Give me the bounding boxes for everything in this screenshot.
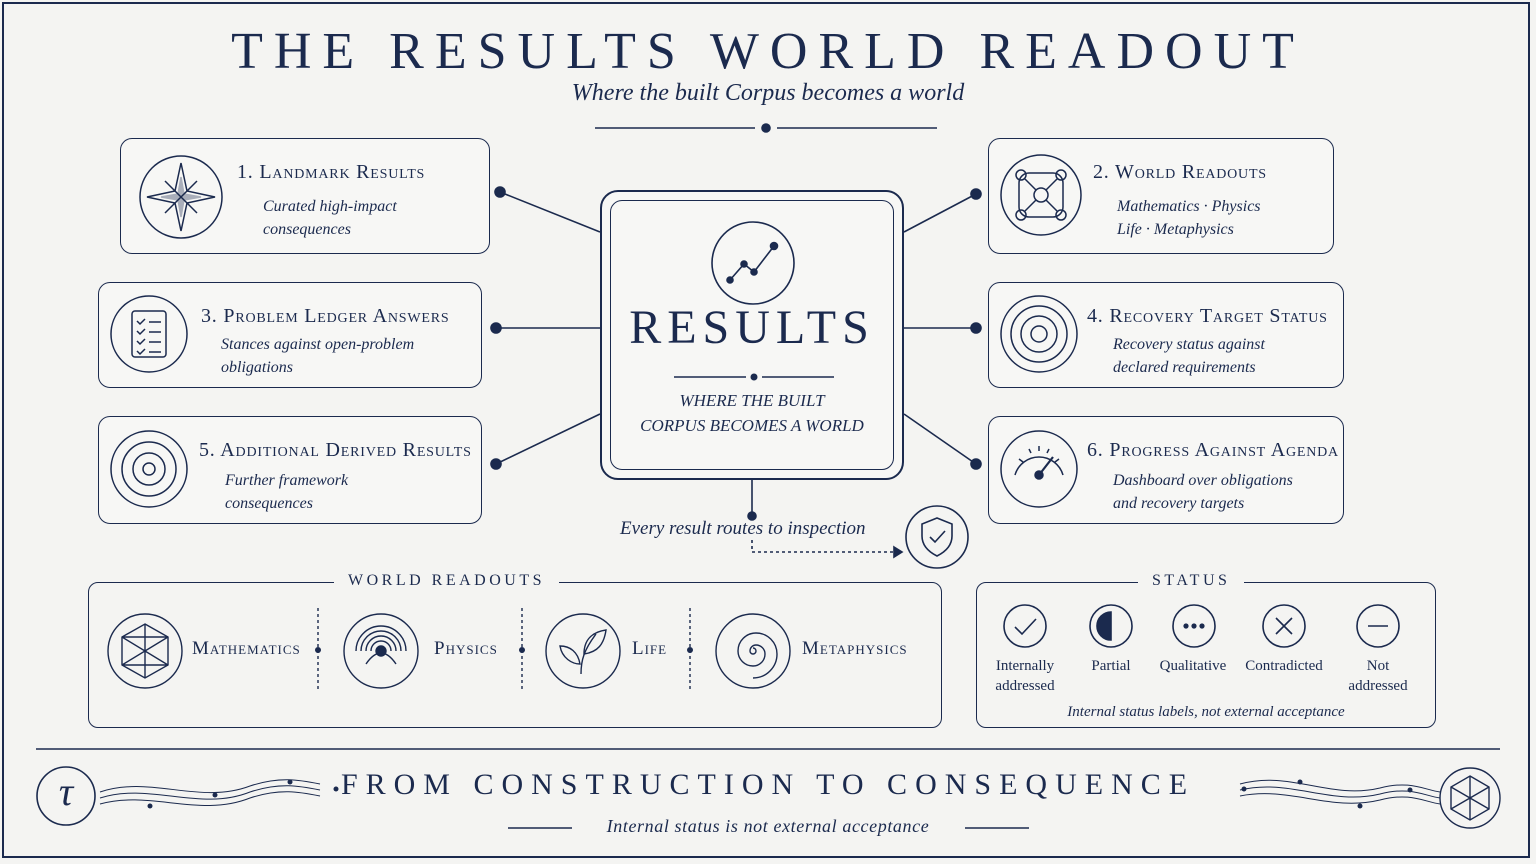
leaf-icon [545, 613, 621, 689]
status-not-addressed: Not addressed [1348, 658, 1408, 694]
target-icon [1000, 295, 1078, 373]
card-description: Recovery status against declared require… [1113, 336, 1265, 376]
card-world-readouts[interactable]: 2. World Readouts Mathematics · Physics … [988, 138, 1334, 254]
card-progress-agenda[interactable]: 6. Progress Against Agenda Dashboard ove… [988, 416, 1344, 524]
center-subtitle: WHERE THE BUILT CORPUS BECOMES A WORLD [640, 391, 864, 435]
compass-star-icon [139, 155, 223, 239]
ellipsis-circle-icon [1172, 604, 1216, 648]
center-title: RESULTS [629, 301, 875, 354]
world-readouts-label: WORLD READOUTS [334, 572, 559, 590]
card-landmark-results[interactable]: 1. Landmark Results Curated high-impact … [120, 138, 490, 254]
card-additional-derived[interactable]: 5. Additional Derived Results Further fr… [98, 416, 482, 524]
network-node-icon [1000, 154, 1082, 236]
card-title: 1. Landmark Results [237, 161, 426, 183]
card-description: Further framework consequences [225, 472, 349, 512]
readout-physics[interactable]: Physics [434, 638, 498, 659]
status-label: STATUS [1138, 572, 1245, 590]
check-circle-icon [1003, 604, 1047, 648]
network-seal-icon [1439, 767, 1501, 829]
card-title: 3. Problem Ledger Answers [201, 305, 450, 327]
page-title: THE RESULTS WORLD READOUT [231, 23, 1305, 80]
concentric-rings-icon [110, 430, 188, 508]
card-title: 4. Recovery Target Status [1087, 305, 1328, 327]
minus-circle-icon [1356, 604, 1400, 648]
tau-logo: τ [58, 769, 74, 814]
status-qualitative: Qualitative [1159, 658, 1227, 674]
half-circle-icon [1089, 604, 1133, 648]
footer-title: FROM CONSTRUCTION TO CONSEQUENCE [340, 768, 1196, 801]
center-divider [674, 373, 834, 381]
polyhedron-icon [107, 613, 183, 689]
spiral-icon [715, 613, 791, 689]
card-problem-ledger[interactable]: 3. Problem Ledger Answers Stances agains… [98, 282, 482, 388]
route-note: Every result routes to inspection [620, 518, 866, 539]
center-results-box[interactable]: RESULTS WHERE THE BUILT CORPUS BECOMES A… [600, 190, 904, 480]
page-subtitle: Where the built Corpus becomes a world [571, 80, 965, 106]
card-description: Curated high-impact consequences [263, 198, 397, 238]
status-contradicted: Contradicted [1245, 658, 1323, 674]
card-title: 5. Additional Derived Results [199, 439, 472, 461]
gauge-icon [1000, 430, 1078, 508]
tau-logo-icon [36, 766, 96, 826]
trend-chart-icon [711, 221, 795, 305]
card-recovery-target[interactable]: 4. Recovery Target Status Recovery statu… [988, 282, 1344, 388]
footer-subtitle: Internal status is not external acceptan… [606, 816, 930, 836]
readout-life[interactable]: Life [632, 638, 668, 659]
status-partial: Partial [1091, 658, 1131, 674]
readout-metaphysics[interactable]: Metaphysics [802, 638, 908, 659]
shield-check-icon [905, 505, 969, 569]
card-description: Stances against open-problem obligations [221, 336, 415, 376]
center-inner-frame [610, 200, 894, 470]
checklist-icon [110, 295, 188, 373]
readout-mathematics[interactable]: Mathematics [192, 638, 301, 659]
field-lines-icon [343, 613, 419, 689]
status-internally-addressed: Internally addressed [995, 658, 1055, 694]
card-title: 6. Progress Against Agenda [1087, 439, 1339, 461]
status-note: Internal status labels, not external acc… [1067, 704, 1345, 720]
card-description: Mathematics · Physics Life · Metaphysics [1117, 198, 1261, 238]
card-title: 2. World Readouts [1093, 161, 1267, 183]
card-description: Dashboard over obligations and recovery … [1113, 472, 1293, 512]
x-circle-icon [1262, 604, 1306, 648]
